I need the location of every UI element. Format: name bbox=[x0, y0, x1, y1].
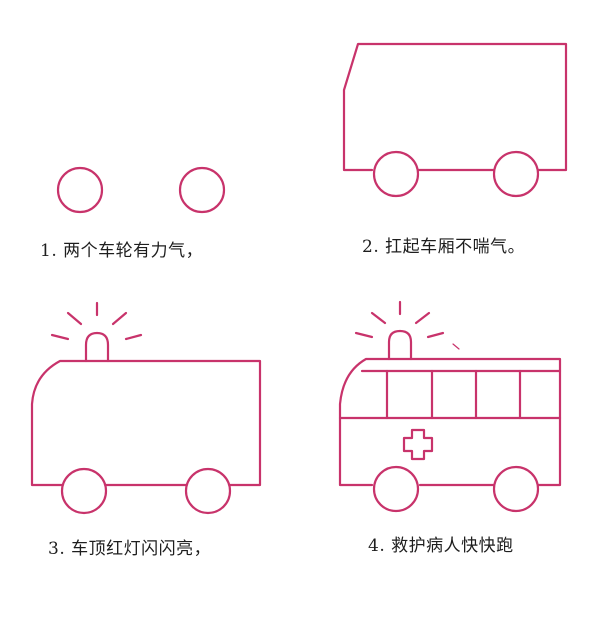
wheel-left bbox=[372, 465, 420, 513]
medical-cross-icon bbox=[402, 428, 434, 461]
light-ray bbox=[354, 331, 374, 339]
wheel-left bbox=[372, 150, 420, 198]
vehicle-body bbox=[338, 357, 562, 487]
light-ray bbox=[124, 333, 143, 341]
step-3-caption: 3. 车顶红灯闪闪亮， bbox=[48, 539, 212, 559]
step-3-drawing bbox=[30, 301, 262, 515]
light-ray bbox=[111, 311, 128, 326]
step-1-caption: 1. 两个车轮有力气， bbox=[40, 241, 204, 261]
vehicle-body bbox=[342, 42, 568, 172]
light-ray bbox=[414, 311, 431, 325]
wheel-left bbox=[60, 467, 108, 515]
vehicle-body bbox=[30, 359, 262, 487]
step-4-caption: 4. 救护病人快快跑 bbox=[368, 536, 514, 556]
wheel-right bbox=[492, 150, 540, 198]
light-ray bbox=[426, 331, 445, 339]
siren-light-icon bbox=[387, 329, 413, 361]
step-2-drawing bbox=[342, 42, 568, 198]
step-4-drawing bbox=[338, 300, 562, 513]
light-ray bbox=[370, 311, 387, 325]
step-2-caption: 2. 扛起车厢不喘气。 bbox=[362, 237, 526, 257]
wheel-right bbox=[184, 467, 232, 515]
light-ray bbox=[66, 311, 83, 326]
wheel-right bbox=[178, 166, 226, 214]
wheel-right bbox=[492, 465, 540, 513]
wheel-left bbox=[56, 166, 104, 214]
siren-light-icon bbox=[84, 331, 110, 363]
light-ray bbox=[50, 333, 70, 341]
light-ray-faint bbox=[452, 343, 460, 350]
step-1-drawing bbox=[56, 166, 226, 214]
